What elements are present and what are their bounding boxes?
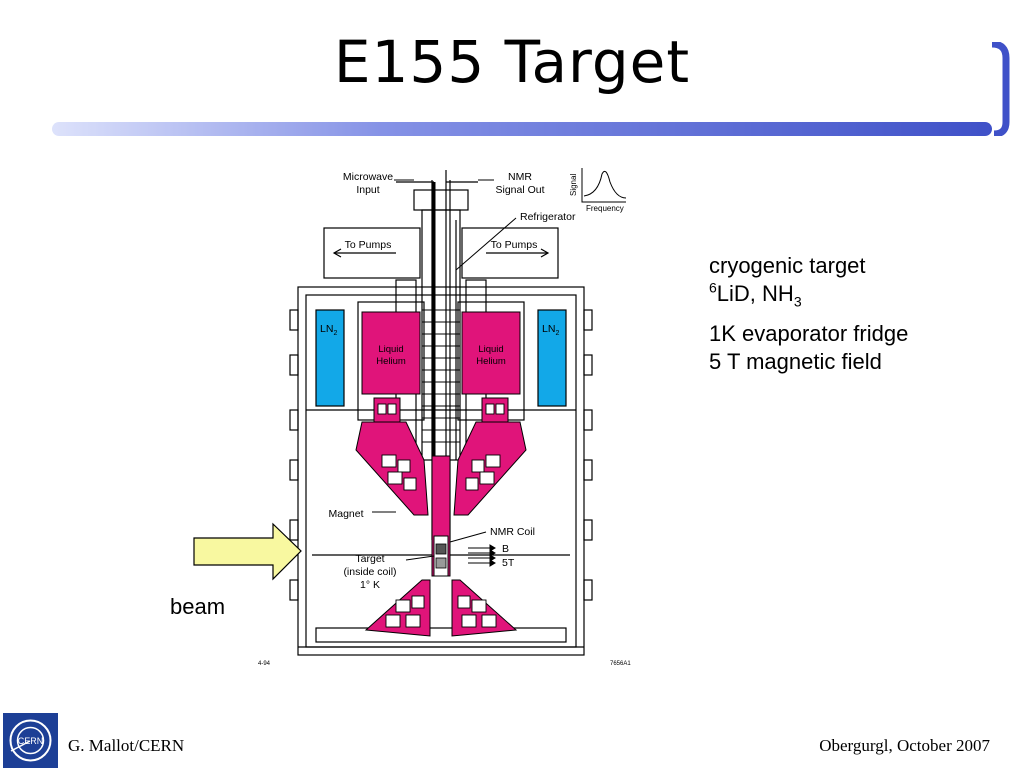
beam-arrow	[193, 522, 302, 581]
bullet-cryogenic-target: cryogenic target	[709, 253, 866, 278]
beam-label: beam	[170, 594, 226, 619]
ln2-left-label: LN2	[320, 323, 337, 337]
target-label-2: (inside coil)	[343, 566, 396, 578]
bullet-list: cryogenic target 6LiD, NH3 1K evaporator…	[709, 252, 908, 376]
footer-author: G. Mallot/CERN	[68, 736, 185, 755]
microwave-input-label-1: Microwave	[343, 171, 393, 183]
footer-event: Obergurgl, October 2007	[819, 736, 990, 755]
magnet-upper-coils	[355, 397, 527, 516]
bullet-target-material: 6LiD, NH3	[709, 279, 802, 310]
target-label-3: 1° K	[360, 579, 380, 591]
5t-label: 5T	[502, 557, 515, 569]
liquid-helium-right-label-1: Liquid	[478, 344, 503, 355]
target-label-1: Target	[355, 553, 384, 565]
ln2-tank-left	[315, 309, 345, 407]
bullet-evaporator-fridge: 1K evaporator fridge	[709, 321, 909, 346]
nmr-signal-out-label-2: Signal Out	[495, 184, 544, 196]
signal-axis-label: Signal	[569, 174, 578, 196]
diagram-code-left: 4-94	[258, 661, 271, 667]
nmr-coil-label: NMR Coil	[490, 526, 535, 538]
cern-logo-text: CERN	[18, 736, 44, 746]
frequency-axis-label: Frequency	[586, 204, 624, 213]
diagram-code-right: 7656A1	[610, 661, 631, 667]
microwave-input-label-2: Input	[356, 184, 379, 196]
b-field-label: B	[502, 543, 509, 555]
nmr-signal-graph	[581, 168, 627, 203]
nmr-signal-out-label-1: NMR	[508, 171, 532, 183]
slide-title: E155 Target	[333, 28, 691, 96]
title-bar-corner	[991, 42, 1010, 136]
refrigerator-label: Refrigerator	[520, 211, 576, 223]
to-pumps-left-label: To Pumps	[345, 239, 392, 251]
liquid-helium-right	[461, 311, 521, 395]
bullet-magnetic-field: 5 T magnetic field	[709, 349, 882, 374]
liquid-helium-right-label-2: Helium	[476, 356, 506, 367]
title-underline-bar	[52, 122, 992, 136]
magnet-label: Magnet	[328, 508, 363, 520]
liquid-helium-left-label-1: Liquid	[378, 344, 403, 355]
liquid-helium-left-label-2: Helium	[376, 356, 406, 367]
ln2-right-label: LN2	[542, 323, 559, 337]
to-pumps-right-label: To Pumps	[491, 239, 538, 251]
ln2-tank-right	[537, 309, 567, 407]
liquid-helium-left	[361, 311, 421, 395]
target-diagram: Microwave Input NMR Signal Out Signal Fr…	[258, 168, 631, 667]
cern-logo-icon: CERN	[3, 713, 58, 768]
